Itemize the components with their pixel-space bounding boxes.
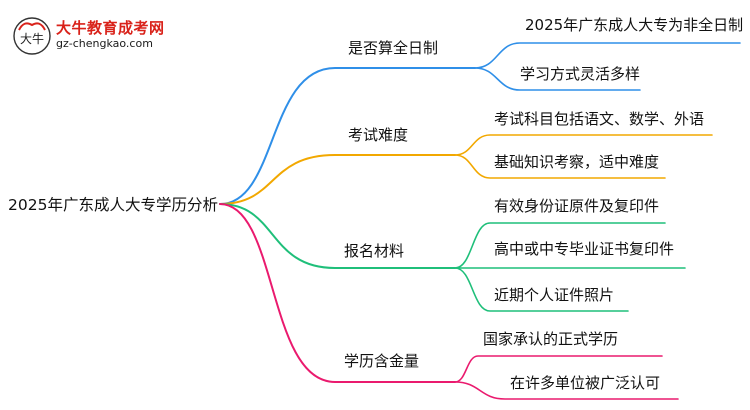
leaf-connector-0-0 (474, 42, 741, 69)
leaf-connector-3-0 (454, 355, 663, 383)
branch-difficulty: 考试难度 (348, 126, 409, 144)
branch-value: 学历含金量 (344, 352, 420, 370)
leaf-fulltime-1: 2025年广东成人大专为非全日制 (525, 16, 744, 34)
leaf-connector-2-0 (454, 222, 666, 269)
leaf-fulltime-2: 学习方式灵活多样 (520, 65, 641, 83)
leaf-materials-2: 高中或中专毕业证书复印件 (494, 240, 675, 258)
leaf-connector-0-1 (474, 67, 641, 91)
leaf-connector-1-0 (454, 134, 713, 156)
leaf-value-2: 在许多单位被广泛认可 (510, 374, 661, 392)
logo-url: gz-chengkao.com (56, 37, 153, 50)
root-node: 2025年广东成人大专学历分析 (8, 196, 218, 214)
leaf-connector-3-1 (454, 381, 679, 400)
logo-mark-text: 大牛 (20, 31, 44, 46)
logo-title: 大牛教育成考网 (56, 19, 165, 37)
bull-logo-icon: 大牛 (13, 17, 51, 55)
leaf-connector-2-2 (454, 267, 629, 312)
site-logo[interactable]: 大牛 大牛教育成考网 gz-chengkao.com (12, 14, 212, 56)
leaf-connector-1-1 (454, 154, 666, 179)
branch-connector-3 (219, 203, 456, 383)
leaf-materials-3: 近期个人证件照片 (494, 286, 615, 304)
branch-materials: 报名材料 (344, 242, 405, 260)
leaf-difficulty-1: 考试科目包括语文、数学、外语 (494, 110, 705, 128)
branch-connector-1 (219, 154, 456, 205)
leaf-materials-1: 有效身份证原件及复印件 (494, 197, 660, 215)
leaf-difficulty-2: 基础知识考察，适中难度 (494, 153, 660, 171)
branch-connector-2 (219, 203, 456, 269)
branch-connector-0 (219, 67, 476, 205)
branch-fulltime: 是否算全日制 (348, 39, 439, 57)
mindmap-edges (219, 42, 741, 400)
leaf-value-1: 国家承认的正式学历 (483, 330, 619, 348)
